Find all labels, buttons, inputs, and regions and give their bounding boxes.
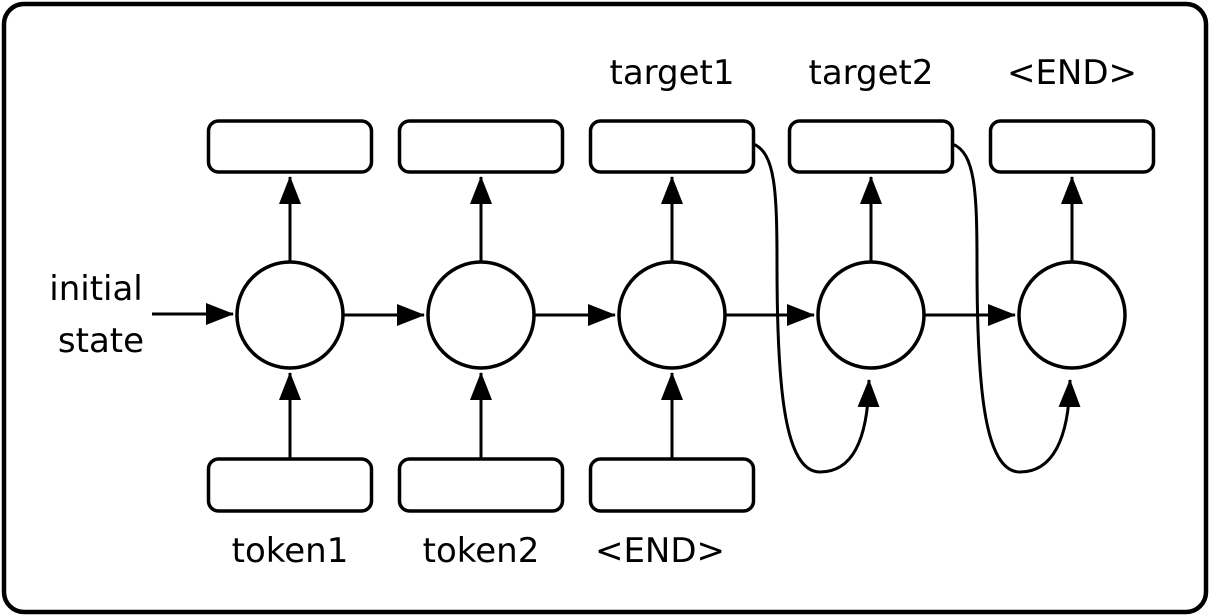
input-box-token2	[397, 457, 565, 513]
output-box-target1	[588, 119, 756, 174]
initial-state-label-line1: initial	[49, 269, 143, 309]
rnn-cell-1	[235, 260, 345, 370]
rnn-cell-2	[426, 260, 536, 370]
label-target1: target1	[609, 53, 734, 93]
input-box-token1	[206, 457, 374, 513]
output-box-1	[206, 119, 374, 174]
rnn-cell-3	[617, 260, 727, 370]
input-box-end	[588, 457, 756, 513]
label-end-top: <END>	[1007, 53, 1137, 93]
feedback-curve-target1-to-cell4	[752, 142, 880, 474]
output-box-target2	[787, 119, 955, 174]
label-end-bottom: <END>	[595, 531, 725, 571]
rnn-cell-4	[816, 260, 926, 370]
output-box-end	[988, 119, 1156, 174]
initial-state-label-line2: state	[58, 321, 144, 361]
label-target2: target2	[808, 53, 933, 93]
feedback-curve-target2-to-cell5	[951, 142, 1081, 474]
label-token2: token2	[423, 531, 540, 571]
label-token1: token1	[232, 531, 349, 571]
output-box-2	[397, 119, 565, 174]
rnn-cell-5	[1017, 260, 1127, 370]
